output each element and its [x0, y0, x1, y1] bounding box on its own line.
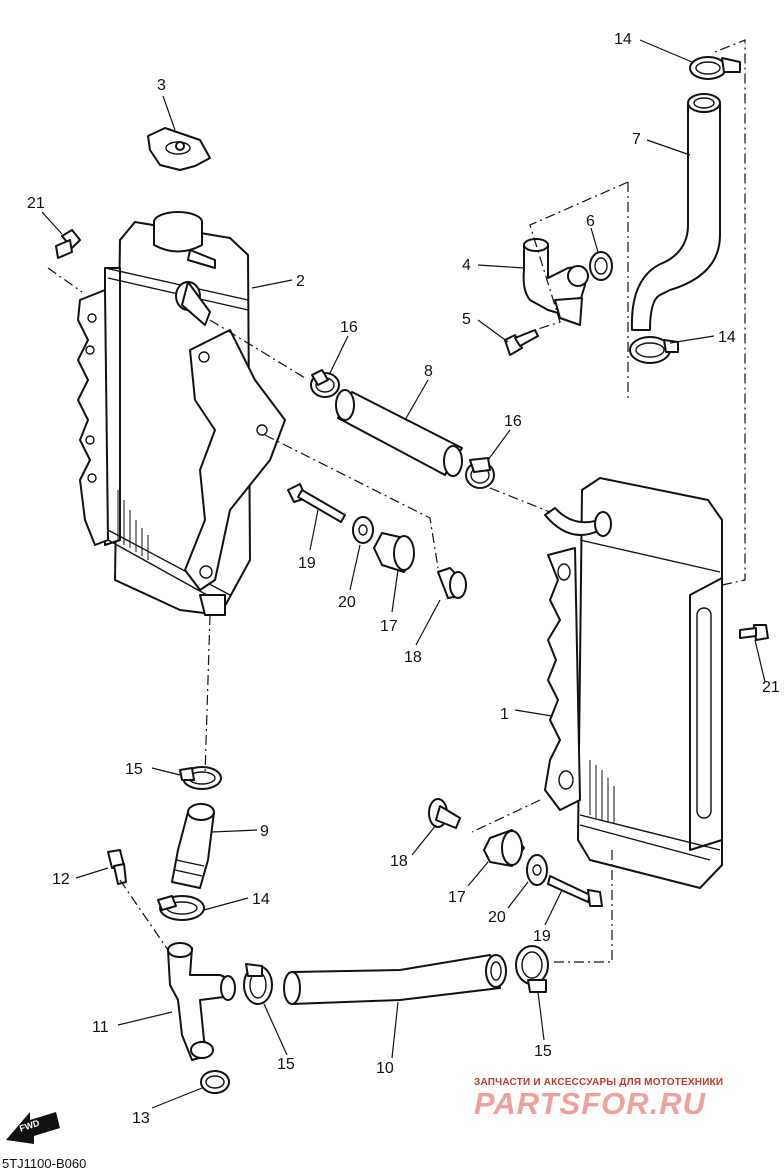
watermark-logo: PARTSFOR.RU	[474, 1086, 707, 1121]
o-ring-6	[589, 251, 613, 281]
hose-7	[630, 93, 721, 331]
callout-15-left: 15	[125, 761, 143, 778]
right-radiator	[544, 477, 723, 889]
damper-17a	[373, 532, 415, 573]
hose-clamp-15a	[179, 766, 222, 790]
hose-10	[283, 954, 507, 1005]
callout-18-upper: 18	[404, 649, 422, 666]
bolt-19a	[287, 483, 346, 523]
callout-15-right: 15	[534, 1043, 552, 1060]
hose-clamp-14b	[629, 336, 679, 364]
callout-3: 3	[157, 77, 166, 94]
callout-13: 13	[132, 1110, 150, 1127]
bolt-5	[504, 329, 539, 356]
callout-8: 8	[424, 363, 433, 380]
callout-6: 6	[586, 213, 595, 230]
callout-5: 5	[462, 311, 471, 328]
callout-17-lower: 17	[448, 889, 466, 906]
hose-9	[171, 803, 215, 889]
callout-19-upper: 19	[298, 555, 316, 572]
hose-clamp-16a	[310, 369, 340, 398]
callout-1: 1	[500, 706, 509, 723]
bolt-21b	[739, 624, 769, 641]
callout-7: 7	[632, 131, 641, 148]
collar-18a	[437, 567, 467, 599]
leader-lines	[41, 39, 766, 1109]
callout-14-low: 14	[252, 891, 270, 908]
callout-20-lower: 20	[488, 909, 506, 926]
callout-19-lower: 19	[533, 928, 551, 945]
callout-16-right: 16	[504, 413, 522, 430]
callout-20-upper: 20	[338, 594, 356, 611]
callout-11: 11	[92, 1019, 109, 1036]
hose-clamp-15c	[515, 945, 549, 993]
pipe-fitting-4	[522, 238, 589, 326]
damper-17b	[483, 829, 525, 867]
hose-clamp-15b	[243, 963, 273, 1005]
callout-14-top: 14	[614, 31, 632, 48]
callout-21-right: 21	[762, 679, 780, 696]
assembly-lines	[47, 39, 746, 963]
callout-4: 4	[462, 257, 471, 274]
callout-18-lower: 18	[390, 853, 408, 870]
hose-clamp-16b	[465, 457, 495, 489]
o-ring-13	[200, 1070, 230, 1094]
diagram-code: 5TJ1100-B060	[2, 1156, 87, 1171]
callout-9: 9	[260, 823, 269, 840]
joint-11	[167, 942, 236, 1061]
callout-17-upper: 17	[380, 618, 398, 635]
left-radiator-fins	[117, 490, 149, 560]
bolt-19b	[547, 875, 603, 907]
callout-10: 10	[376, 1060, 394, 1077]
bolt-21a	[55, 229, 81, 259]
callout-labels: 3 21 2 14 7 6 4 5 14 16 8 16 19 20 17 18…	[27, 31, 780, 1127]
washer-20b	[526, 854, 548, 886]
watermark-tagline: ЗАПЧАСТИ И АКСЕССУАРЫ ДЛЯ МОТОТЕХНИКИ	[474, 1077, 724, 1088]
hose-clamp-14c	[157, 895, 205, 921]
left-radiator	[77, 211, 286, 616]
bolt-12	[107, 849, 127, 885]
watermark: ЗАПЧАСТИ И АКСЕССУАРЫ ДЛЯ МОТОТЕХНИКИ PA…	[474, 1077, 774, 1122]
callout-2: 2	[296, 273, 305, 290]
callout-14-mid: 14	[718, 329, 736, 346]
callout-21-left: 21	[27, 195, 45, 212]
callout-12: 12	[52, 871, 70, 888]
hose-clamp-14a	[689, 56, 741, 80]
fwd-arrow: FWD	[6, 1112, 60, 1144]
callout-15-mid: 15	[277, 1056, 295, 1073]
hose-8	[335, 389, 463, 477]
right-radiator-fins	[589, 760, 615, 824]
collar-18b	[428, 798, 461, 829]
radiator-cap	[147, 127, 211, 171]
callout-16-left: 16	[340, 319, 358, 336]
washer-20a	[352, 516, 374, 544]
